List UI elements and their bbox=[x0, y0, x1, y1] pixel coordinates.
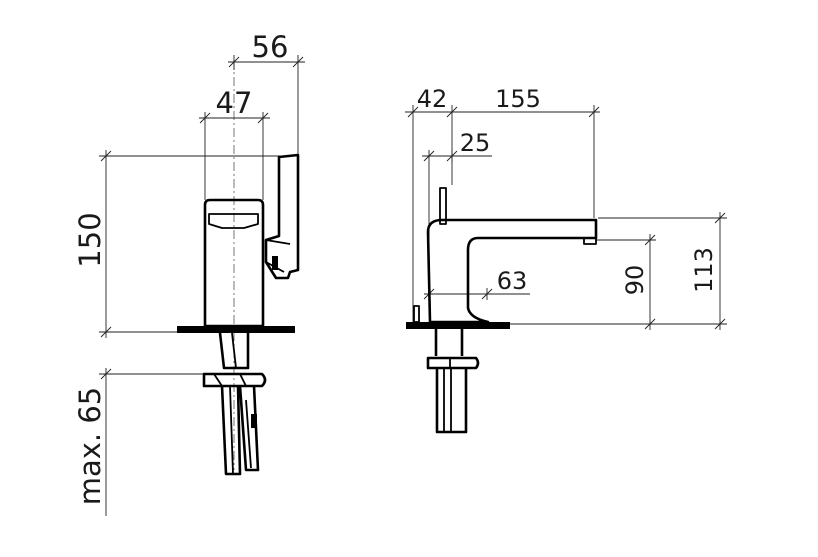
dimension-25: 25 bbox=[422, 129, 492, 300]
dim-label-155: 155 bbox=[495, 85, 541, 113]
dim-label-63: 63 bbox=[497, 267, 528, 295]
dim-label-25: 25 bbox=[460, 129, 491, 157]
dimension-150: 150 bbox=[73, 150, 290, 338]
dimension-47: 47 bbox=[199, 86, 270, 200]
dimension-56: 56 bbox=[228, 30, 305, 155]
dimension-63: 63 bbox=[423, 267, 530, 300]
dim-label-42: 42 bbox=[417, 85, 448, 113]
dim-label-max-65: max. 65 bbox=[73, 387, 107, 506]
dim-label-90: 90 bbox=[621, 265, 649, 296]
dimension-113: 113 bbox=[490, 212, 727, 330]
side-deck-plate bbox=[177, 326, 295, 333]
dim-label-47: 47 bbox=[216, 86, 253, 120]
front-lever bbox=[439, 187, 447, 225]
dim-label-150: 150 bbox=[73, 212, 107, 267]
front-view: 42 155 25 63 90 bbox=[405, 85, 727, 434]
front-deck-plate bbox=[406, 322, 510, 329]
side-faucet-body bbox=[177, 153, 300, 476]
front-spout bbox=[426, 218, 598, 324]
dimension-90: 90 bbox=[596, 234, 656, 330]
side-view: 56 47 150 max. 65 bbox=[73, 30, 305, 516]
dimension-max-65: max. 65 bbox=[73, 368, 205, 516]
front-faucet-body bbox=[406, 187, 598, 434]
dim-label-113: 113 bbox=[690, 247, 718, 293]
dimension-42-155: 42 155 bbox=[405, 85, 600, 322]
dim-label-56: 56 bbox=[252, 30, 289, 64]
